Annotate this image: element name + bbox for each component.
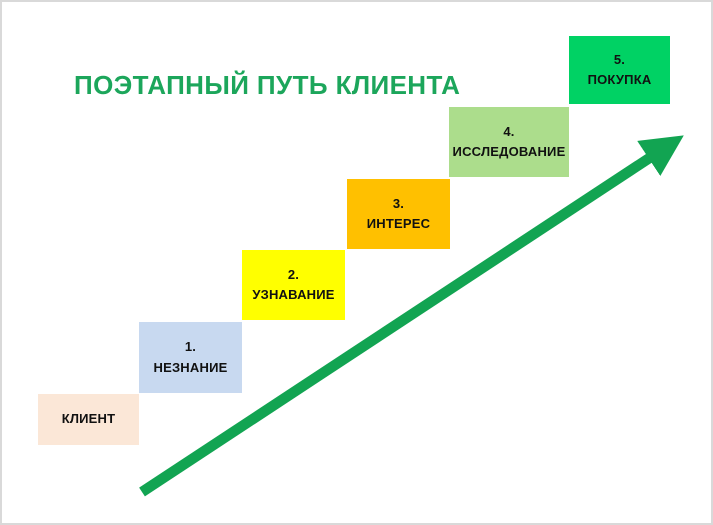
step-box-2: 2. УЗНАВАНИЕ <box>242 250 345 320</box>
step-number: 5. <box>613 51 626 67</box>
step-label: ПОКУПКА <box>587 72 652 87</box>
client-box: КЛИЕНТ <box>38 394 139 445</box>
step-label: НЕЗНАНИЕ <box>153 359 228 375</box>
page-title: ПОЭТАПНЫЙ ПУТЬ КЛИЕНТА <box>74 70 461 100</box>
step-number: 1. <box>184 339 197 355</box>
step-box-3: 3. ИНТЕРЕС <box>347 179 450 249</box>
step-label: ИНТЕРЕС <box>366 216 431 231</box>
step-box-1: 1. НЕЗНАНИЕ <box>139 322 242 393</box>
client-label: КЛИЕНТ <box>61 411 116 427</box>
step-label: ИССЛЕДОВАНИЕ <box>452 144 566 159</box>
step-box-4: 4. ИССЛЕДОВАНИЕ <box>449 107 569 177</box>
step-number: 4. <box>503 123 515 139</box>
step-number: 2. <box>287 266 300 282</box>
step-label: УЗНАВАНИЕ <box>252 287 335 302</box>
step-box-5: 5. ПОКУПКА <box>569 36 670 104</box>
step-number: 3. <box>392 195 405 211</box>
